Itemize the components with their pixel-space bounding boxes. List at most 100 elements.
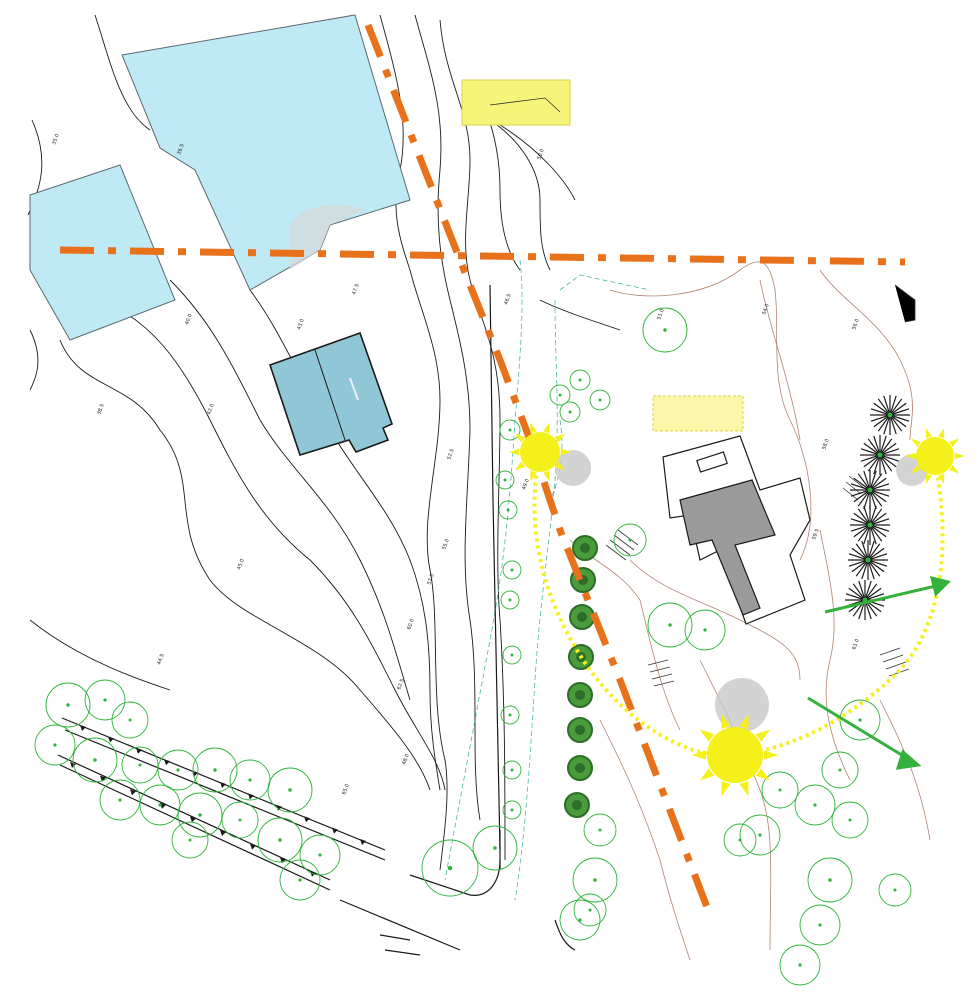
tree-icon — [589, 389, 611, 411]
contour-label: 35.0 — [51, 133, 60, 146]
tree-icon — [878, 873, 912, 907]
tree-icon — [739, 814, 781, 856]
tree-icon — [559, 401, 581, 423]
contour-label: 49.0 — [521, 478, 530, 491]
tree-icon — [502, 645, 522, 665]
tree-icon — [84, 679, 126, 721]
tree-icon — [549, 384, 571, 406]
tree-icon — [502, 560, 522, 580]
tree-icon — [45, 682, 91, 728]
palm-icon — [860, 435, 900, 475]
steps — [605, 284, 916, 687]
tree-icon — [498, 500, 518, 520]
tree-icon — [684, 609, 726, 651]
new-building-roof — [679, 479, 776, 616]
contour-label: 36.5 — [176, 143, 185, 156]
axis-line-horizontal — [59, 246, 906, 266]
tree-icon — [177, 792, 223, 838]
existing-building-large — [121, 14, 411, 291]
tree-icon — [642, 307, 688, 353]
tree-icon — [171, 821, 209, 859]
tree-icon — [121, 746, 159, 784]
contour-label: 43.0 — [296, 318, 305, 331]
sun-icon — [691, 713, 779, 797]
tree-icon — [279, 859, 321, 901]
contour-label: 42.0 — [206, 403, 215, 416]
contour-label: 40.0 — [184, 313, 193, 326]
planned-building-center — [652, 395, 744, 432]
tree-icon — [495, 470, 515, 490]
tree-icon — [723, 823, 757, 857]
wind-arrows — [807, 575, 951, 770]
tree-icon — [111, 701, 149, 739]
tree-icon — [583, 813, 617, 847]
tree-group-dark — [564, 535, 598, 818]
tree-icon — [821, 751, 859, 789]
tree-icon — [502, 800, 522, 820]
tree-icon — [794, 784, 836, 826]
contour-label: 46.5 — [503, 293, 512, 306]
palm-icon — [870, 395, 910, 435]
contour-label: 61.0 — [851, 638, 860, 651]
contour-label: 62.5 — [396, 678, 405, 691]
sun-icon — [509, 422, 571, 482]
contour-label: 56.0 — [851, 318, 860, 331]
suns — [509, 422, 965, 797]
tree-icon — [807, 857, 853, 903]
building-shadow — [290, 205, 365, 270]
tree-icon — [559, 899, 601, 941]
tree-icon — [34, 724, 76, 766]
palm-group — [845, 395, 910, 620]
tree-icon — [500, 590, 520, 610]
tree-icon — [267, 767, 313, 813]
tree-icon — [421, 839, 479, 897]
tree-icon — [779, 944, 821, 986]
contour-label: 58.0 — [821, 438, 830, 451]
dark-tree-icon — [569, 604, 595, 630]
planned-buildings — [461, 79, 744, 432]
tree-icon — [799, 904, 841, 946]
tree-icon — [99, 779, 141, 821]
dark-tree-icon — [567, 755, 593, 781]
contour-label: 44.5 — [156, 653, 165, 666]
tree-icon — [229, 759, 271, 801]
contour-label: 52.5 — [446, 448, 455, 461]
tree-icon — [569, 369, 591, 391]
tree-group-outline — [34, 307, 912, 986]
arrow-icon — [807, 696, 922, 770]
dark-tree-icon — [567, 682, 593, 708]
contour-label: 65.0 — [341, 783, 350, 796]
dark-tree-icon — [572, 535, 598, 561]
tree-icon — [573, 893, 607, 927]
tree-icon — [613, 523, 647, 557]
contour-label: 54.0 — [761, 303, 770, 316]
contour-label: 55.0 — [441, 538, 450, 551]
tree-icon — [157, 749, 199, 791]
sun-icon — [905, 427, 965, 485]
tree-icon — [761, 771, 799, 809]
arrow-icon — [824, 575, 951, 614]
tree-icon — [472, 825, 518, 871]
contour-label: 59.5 — [811, 528, 820, 541]
tree-icon — [572, 857, 618, 903]
tree-icon — [831, 801, 869, 839]
tree-icon — [647, 602, 693, 648]
contour-label: 47.5 — [351, 283, 360, 296]
contour-label: 57.5 — [426, 573, 435, 586]
existing-building-small — [268, 331, 393, 456]
palm-icon — [850, 470, 890, 510]
existing-building-left — [29, 164, 176, 341]
tree-icon — [72, 737, 118, 783]
tree-icon — [500, 705, 520, 725]
contour-label: 60.0 — [406, 618, 415, 631]
dark-tree-icon — [564, 792, 590, 818]
new-building — [662, 435, 811, 625]
contour-label: 51.0 — [656, 308, 665, 321]
contour-label: 48.0 — [401, 753, 410, 766]
contour-label: 45.0 — [236, 558, 245, 571]
existing-buildings — [29, 14, 411, 456]
tree-icon — [499, 419, 521, 441]
tree-icon — [221, 801, 259, 839]
